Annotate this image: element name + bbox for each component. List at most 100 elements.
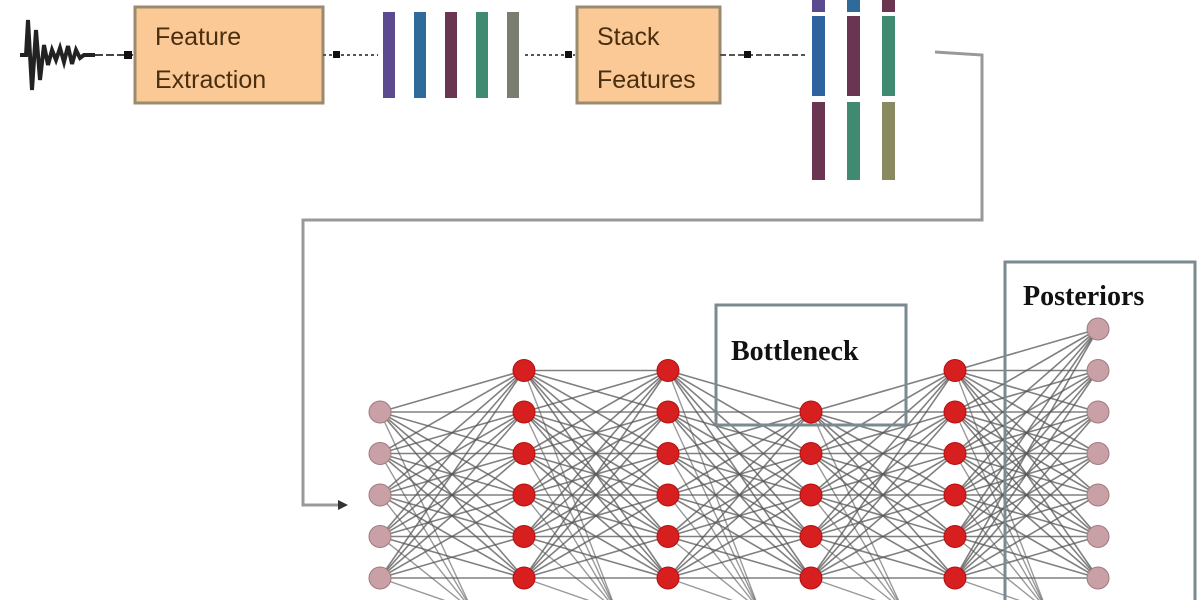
network-edge (379, 494, 525, 579)
network-edge (379, 494, 465, 600)
network-edge (954, 328, 1099, 579)
hidden-node (656, 359, 680, 382)
network-edge (810, 369, 956, 455)
network-edge (954, 328, 1099, 496)
input-node (368, 400, 392, 424)
hidden-node (799, 442, 823, 465)
network-edge (667, 453, 755, 600)
network-edge (523, 369, 669, 496)
hidden-node (512, 483, 536, 507)
network-edge (667, 369, 812, 413)
network-edge (954, 328, 1099, 455)
hidden-node (943, 566, 967, 590)
hidden-node (512, 525, 536, 548)
bottleneck-label: Bottleneck (731, 336, 859, 367)
connector-arrowhead (338, 500, 348, 510)
network-edge (379, 369, 525, 413)
network-edge (667, 411, 812, 455)
output-node (1086, 442, 1110, 465)
hidden-node (943, 442, 967, 465)
network-edge (810, 452, 956, 579)
network-edge (810, 494, 896, 600)
network-edge (954, 535, 1036, 600)
network-edge (954, 370, 1044, 600)
hidden-node (799, 483, 823, 507)
network-edge (667, 494, 753, 600)
hidden-node (799, 400, 823, 424)
network-edge (667, 577, 734, 600)
output-node (1086, 525, 1110, 548)
network-edge (810, 535, 956, 579)
network-edge (954, 328, 1099, 372)
hidden-node (799, 525, 823, 548)
network-edge (954, 494, 1040, 600)
network-edge (954, 328, 1099, 537)
network-edge (810, 494, 956, 579)
connector-to-network (301, 50, 984, 507)
network-edge (379, 369, 525, 496)
network-edges (379, 328, 1099, 600)
network-nodes (368, 317, 1110, 590)
network-edge (810, 535, 892, 600)
network-edge (810, 453, 898, 600)
network-edge (810, 411, 900, 600)
input-node (368, 483, 392, 507)
network-edge (667, 494, 812, 579)
hidden-node (512, 400, 536, 424)
network-edge (379, 411, 525, 579)
hidden-node (656, 400, 680, 424)
network-edge (379, 411, 469, 600)
stacked-feature-segment (812, 16, 825, 96)
network-edge (523, 411, 613, 600)
stacked-feature-columns (812, 0, 895, 180)
network-edge (379, 369, 525, 538)
network-edge (954, 411, 1099, 579)
stack-features-label-1: Stack (597, 23, 660, 51)
network-edge (523, 370, 613, 600)
stacked-feature-segment (882, 16, 895, 96)
network-edge (810, 370, 956, 579)
stacked-feature-segment (847, 16, 860, 96)
posteriors-label: Posteriors (1023, 281, 1144, 312)
feature-frame-bar (476, 12, 488, 98)
network-edge (954, 328, 1099, 413)
bottleneck-box: Bottleneck (714, 303, 908, 427)
network-edge (954, 453, 1042, 600)
network-edge (810, 369, 956, 413)
network-edge (523, 577, 590, 600)
network-edge (523, 369, 669, 538)
network-edge (523, 369, 669, 413)
stacked-feature-segment (882, 102, 895, 180)
feature-frame-bar (383, 12, 395, 98)
hidden-node (656, 442, 680, 465)
network-edge (954, 370, 1099, 579)
hidden-node (943, 400, 967, 424)
network-edge (667, 411, 756, 600)
output-node (1086, 317, 1110, 341)
network-edge (954, 577, 1021, 600)
hidden-node (656, 525, 680, 548)
stacked-feature-segment (812, 102, 825, 180)
hidden-node (512, 442, 536, 465)
hidden-node (943, 483, 967, 507)
stacked-feature-segment (847, 0, 860, 12)
hidden-node (943, 359, 967, 382)
network-edge (379, 452, 525, 579)
network-edge (810, 577, 877, 600)
network-edge (379, 370, 525, 579)
stacked-feature-segment (847, 102, 860, 180)
network-edge (810, 369, 956, 538)
feature-frames (383, 12, 519, 98)
network-edge (379, 535, 461, 600)
hidden-node (656, 566, 680, 590)
network-edge (667, 411, 812, 579)
network-edge (379, 453, 467, 600)
network-edge (954, 452, 1099, 579)
hidden-node (512, 359, 536, 382)
network-edge (523, 370, 669, 579)
hidden-node (943, 525, 967, 548)
network-edge (379, 577, 446, 600)
feature-extraction-label-2: Extraction (155, 66, 266, 94)
network-edge (667, 535, 749, 600)
